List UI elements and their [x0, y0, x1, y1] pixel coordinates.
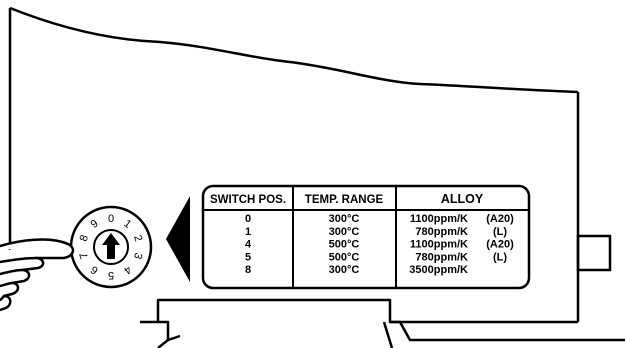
- cell-alloy-value: 1100ppm/K: [410, 239, 468, 251]
- cell-temp-range: 300°C: [329, 213, 360, 225]
- switch-table: SWITCH POS. TEMP. RANGE ALLOY 0 300°C 1100…: [201, 184, 531, 290]
- header-temp-range: TEMP. RANGE: [305, 194, 384, 206]
- dial-arrow-icon: [102, 233, 120, 259]
- table-rows: 0 300°C 1100ppm/K (A20) 1 300°C 780ppm/K (L) 4 50…: [245, 213, 514, 276]
- cell-alloy-code: (A20): [486, 213, 514, 225]
- side-connector: [576, 234, 612, 272]
- cell-alloy-value: 3500ppm/K: [409, 264, 468, 276]
- housing-torn-top-edge: [9, 6, 579, 94]
- header-switch-pos: SWITCH POS.: [210, 194, 286, 206]
- dial-digit-0: 0: [108, 213, 114, 225]
- cell-alloy-value: 780ppm/K: [415, 251, 468, 263]
- housing-bottom-edge: [140, 298, 578, 324]
- cell-temp-range: 500°C: [329, 251, 360, 263]
- cell-switch-pos: 4: [245, 239, 252, 251]
- table-border: [201, 184, 531, 290]
- header-alloy: ALLOY: [441, 192, 484, 206]
- device-housing: [8, 6, 625, 348]
- pointing-hand-icon: [0, 238, 75, 312]
- housing-rail-foot-left: [157, 339, 169, 348]
- dial-digit-7: 7: [78, 251, 91, 261]
- cell-alloy-code: (L): [493, 226, 507, 238]
- dial-digit-8: 8: [78, 234, 91, 244]
- cell-alloy-value: 780ppm/K: [415, 226, 468, 238]
- cell-alloy-value: 1100ppm/K: [410, 213, 468, 225]
- cell-switch-pos: 0: [245, 213, 251, 225]
- cell-temp-range: 300°C: [329, 264, 360, 276]
- housing-rail-left: [158, 320, 181, 342]
- housing-rail-foot-right: [382, 321, 394, 348]
- cell-switch-pos: 1: [245, 226, 251, 238]
- dial-digit-3: 3: [131, 251, 144, 261]
- cell-switch-pos: 8: [245, 264, 251, 276]
- cell-alloy-code: (L): [493, 251, 507, 263]
- cell-alloy-code: (A20): [486, 239, 514, 251]
- housing-rail-right: [390, 320, 625, 342]
- cell-temp-range: 300°C: [329, 226, 360, 238]
- dial-digit-5: 5: [108, 269, 114, 281]
- pointer-triangle: [166, 196, 190, 282]
- cell-temp-range: 500°C: [329, 239, 360, 251]
- dial-digit-2: 2: [131, 234, 144, 244]
- cell-switch-pos: 5: [245, 251, 251, 263]
